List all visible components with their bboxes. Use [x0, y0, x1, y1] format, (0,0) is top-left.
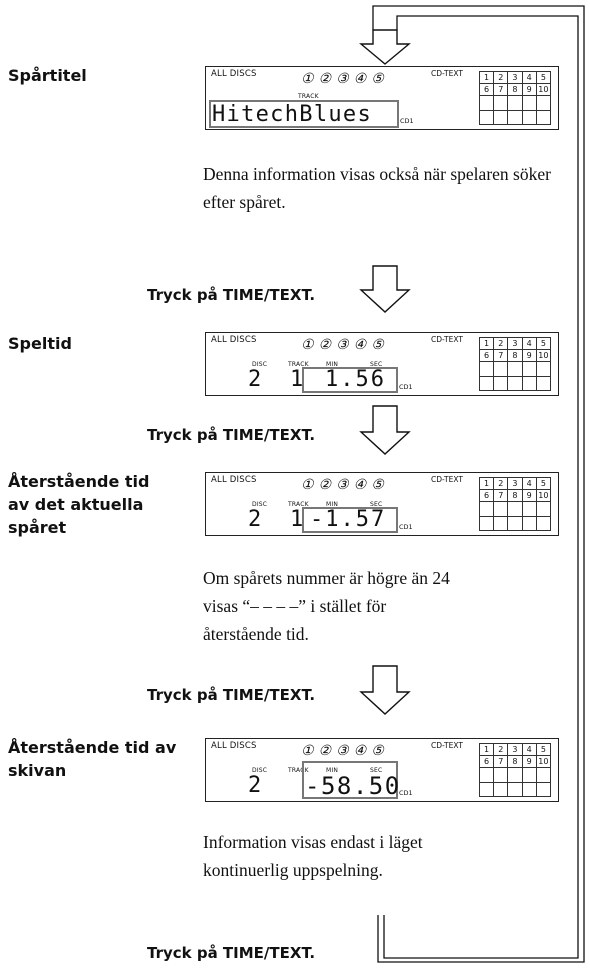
time-readout: -58.50 — [305, 772, 401, 800]
disc-caption: DISC — [252, 767, 268, 774]
cd-text-indicator: CD-TEXT — [431, 475, 463, 484]
label-remaining-disc: Återstående tid av skivan — [8, 738, 177, 780]
note-remaining-disc: Information visas endast i läget kontinu… — [203, 832, 423, 880]
track-caption: TRACK — [288, 361, 309, 368]
label-remaining-track: Återstående tid av det aktuella spåret — [8, 472, 150, 537]
track-caption: TRACK — [288, 767, 309, 774]
note-track-title: Denna information visas också när spelar… — [203, 164, 551, 212]
sec-caption: SEC — [370, 361, 383, 368]
cd1-indicator: CD1 — [399, 789, 413, 797]
time-frame — [302, 761, 398, 799]
lcd-display-remaining-track: ALL DISCS ①②③④⑤ CD-TEXT DISC TRACK MIN S… — [205, 472, 559, 536]
down-arrow-icon — [359, 405, 411, 455]
disc-numbers: ①②③④⑤ — [301, 71, 389, 87]
press-time-text-1: Tryck på TIME/TEXT. — [147, 286, 316, 304]
time-readout: -1.57 — [310, 507, 387, 532]
time-readout: 1.56 — [325, 367, 386, 392]
disc-numbers: ①②③④⑤ — [301, 743, 389, 759]
lcd-display-track-title: ALL DISCS ①②③④⑤ CD-TEXT TRACK HitechBlue… — [205, 66, 559, 130]
all-discs-indicator: ALL DISCS — [211, 335, 257, 345]
disc-number: 2 — [248, 773, 262, 798]
cd1-indicator: CD1 — [399, 383, 413, 391]
press-time-text-2: Tryck på TIME/TEXT. — [147, 426, 316, 444]
label-play-time: Speltid — [8, 334, 72, 353]
min-caption: MIN — [326, 767, 339, 774]
all-discs-indicator: ALL DISCS — [211, 69, 257, 79]
sec-caption: SEC — [370, 501, 383, 508]
note-remaining-track: Om spårets nummer är högre än 24 visas “… — [203, 568, 450, 644]
cd1-indicator: CD1 — [400, 117, 414, 125]
disc-caption: DISC — [252, 501, 268, 508]
lcd-display-remaining-disc: ALL DISCS ①②③④⑤ CD-TEXT DISC TRACK MIN S… — [205, 738, 559, 802]
disc-number: 2 — [248, 507, 262, 532]
all-discs-indicator: ALL DISCS — [211, 741, 257, 751]
min-caption: MIN — [326, 501, 339, 508]
down-arrow-icon — [359, 665, 411, 715]
time-frame — [302, 507, 398, 533]
cd1-indicator: CD1 — [399, 523, 413, 531]
cd-text-indicator: CD-TEXT — [431, 741, 463, 750]
disc-numbers: ①②③④⑤ — [301, 477, 389, 493]
press-time-text-4: Tryck på TIME/TEXT. — [147, 944, 316, 962]
lcd-display-play-time: ALL DISCS ①②③④⑤ CD-TEXT DISC TRACK MIN S… — [205, 332, 559, 396]
down-arrow-icon — [359, 265, 411, 313]
disc-number: 2 — [248, 367, 262, 392]
disc-numbers: ①②③④⑤ — [301, 337, 389, 353]
time-frame — [302, 367, 398, 393]
disc-caption: DISC — [252, 361, 268, 368]
track-caption: TRACK — [298, 93, 319, 100]
cd-text-indicator: CD-TEXT — [431, 69, 463, 78]
min-caption: MIN — [326, 361, 339, 368]
track-number: 1 — [290, 367, 304, 392]
track-caption: TRACK — [288, 501, 309, 508]
track-number: 1 — [290, 507, 304, 532]
track-title-text: HitechBlues — [212, 102, 372, 127]
text-frame — [209, 100, 399, 128]
all-discs-indicator: ALL DISCS — [211, 475, 257, 485]
cd-text-indicator: CD-TEXT — [431, 335, 463, 344]
press-time-text-3: Tryck på TIME/TEXT. — [147, 686, 316, 704]
sec-caption: SEC — [370, 767, 383, 774]
down-arrow-icon — [359, 29, 411, 65]
label-track-title: Spårtitel — [8, 66, 87, 85]
